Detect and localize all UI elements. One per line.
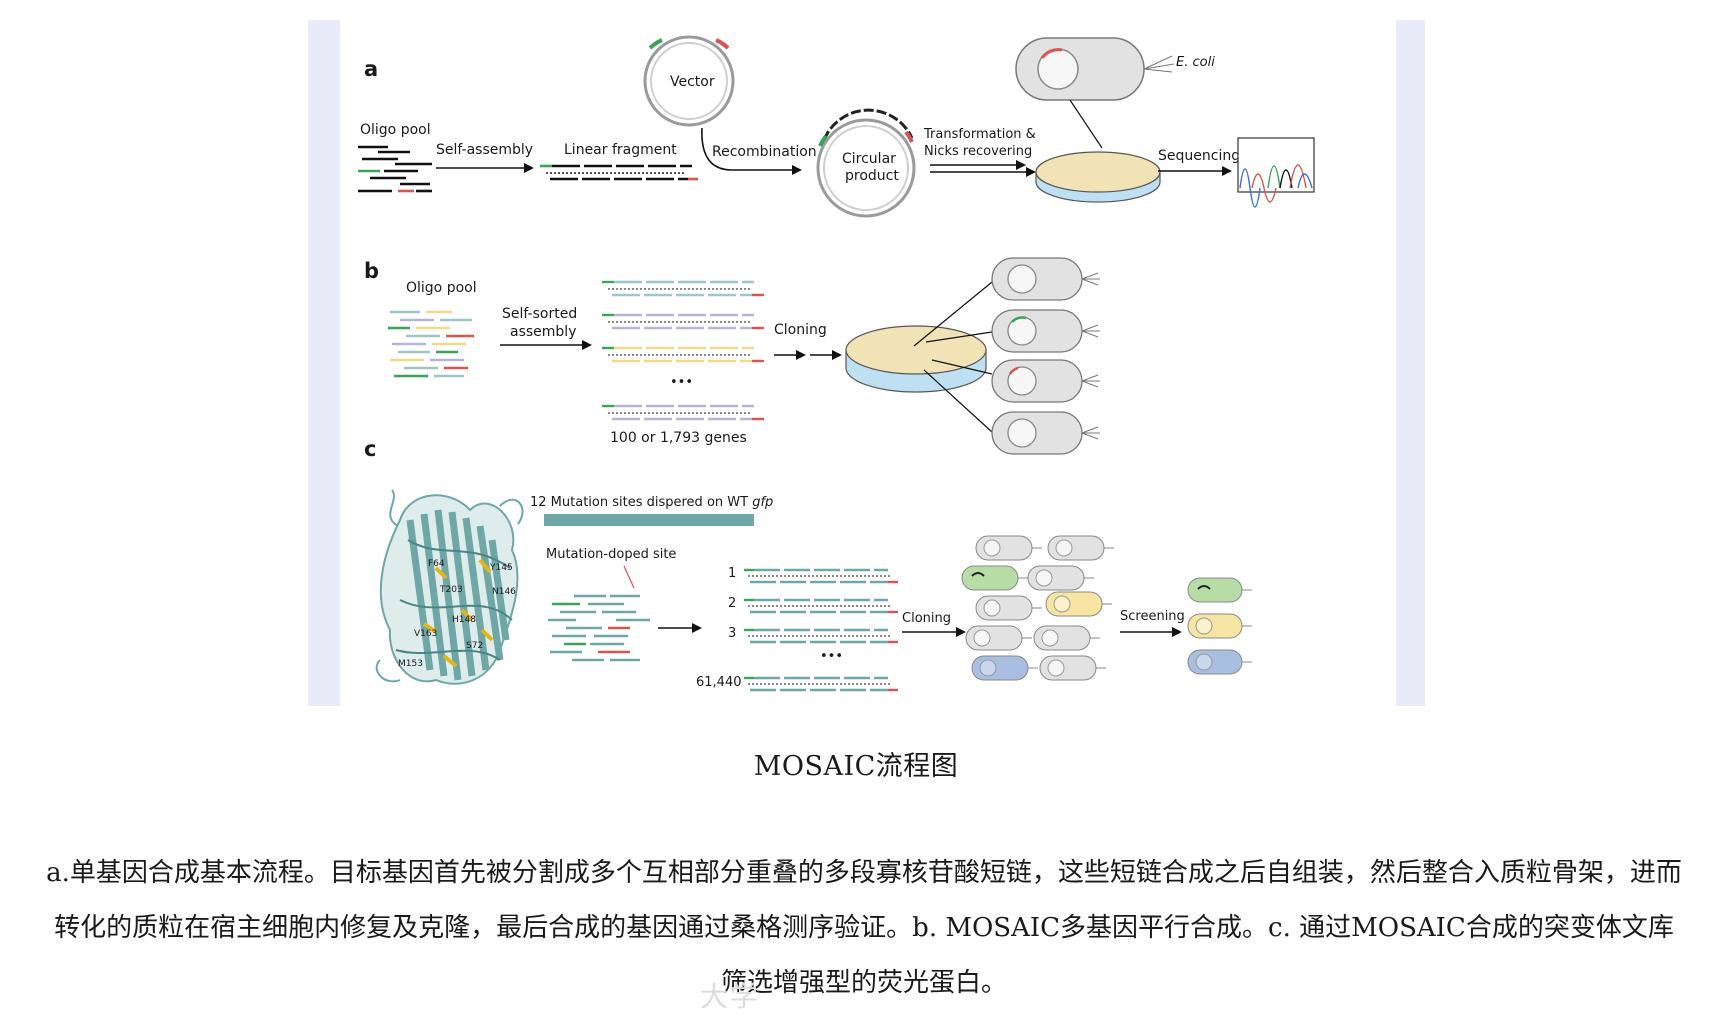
assembled-genes-b: ••• [602, 280, 764, 421]
ecoli-label: E. coli [1176, 55, 1215, 70]
panel-a: a Oligo pool Self-assembly [358, 35, 1315, 218]
mutant-row-number-3: 3 [728, 626, 736, 641]
cloning-label-c: Cloning [902, 611, 951, 626]
caption-title: MOSAIC流程图 [753, 751, 959, 782]
cloning-label-b: Cloning [774, 322, 827, 338]
panel-b-label: b [364, 259, 379, 283]
sequencing-chromatogram [1237, 137, 1315, 208]
mutant-row-number-4: 61,440 [696, 675, 742, 690]
figure-frame: a Oligo pool Self-assembly [308, 20, 1425, 706]
mutant-genes-c [744, 568, 898, 692]
arrow-recombination [701, 127, 802, 175]
caption-body: a.单基因合成基本流程。目标基因首先被分割成多个互相部分重叠的多段寡核苷酸短链，… [46, 858, 1682, 998]
mutant-cell-library [961, 535, 1114, 681]
self-assembly-label: Self-assembly [436, 142, 533, 158]
residue-label-3: N146 [492, 587, 516, 597]
oligo-pool-strands-b [388, 310, 474, 378]
transformation-label-1: Transformation & [923, 127, 1036, 142]
vector-circle [643, 35, 735, 127]
mutation-doped-label: Mutation-doped site [546, 547, 676, 562]
linear-fragment-label: Linear fragment [564, 142, 677, 158]
transformation-label-2: Nicks recovering [924, 144, 1032, 159]
screening-label: Screening [1120, 609, 1185, 624]
mosaic-diagram: a Oligo pool Self-assembly [358, 35, 1315, 692]
watermark: 大学 [700, 980, 761, 1013]
genes-count-label: 100 or 1,793 genes [610, 430, 747, 446]
residue-label-2: Y145 [489, 563, 513, 573]
sequencing-label: Sequencing [1158, 148, 1240, 164]
oligo-pool-label-a: Oligo pool [360, 122, 431, 138]
residue-label-7: M153 [398, 659, 423, 669]
vector-label: Vector [670, 74, 715, 90]
circular-product-label-2: product [845, 168, 899, 184]
mutation-sites-label: 12 Mutation sites dispered on WT gfp [530, 495, 773, 510]
recombination-label: Recombination [712, 144, 817, 160]
oligo-pool-strands-c [548, 594, 650, 662]
circular-product-label-1: Circular [842, 151, 896, 167]
residue-label-6: S72 [466, 641, 483, 651]
wt-gfp-bar [544, 514, 754, 526]
panel-c: c F64 Y145 N146 [364, 437, 1252, 692]
ecoli-cell [1015, 37, 1145, 101]
ecoli-cells-b [991, 257, 1100, 455]
panel-b: b Oligo pool [364, 257, 1100, 455]
enhanced-cells [1187, 577, 1252, 675]
oligo-pool-label-b: Oligo pool [406, 280, 477, 296]
residue-label-1: F64 [428, 559, 445, 569]
petri-dish-a [1035, 151, 1161, 203]
ellipsis-c: ••• [820, 649, 843, 664]
residue-label-8: T203 [439, 585, 463, 595]
gfp-protein-structure: F64 Y145 N146 H148 V163 S72 M153 T203 [375, 489, 524, 685]
circular-product [816, 118, 916, 218]
panel-a-label: a [364, 57, 378, 81]
residue-label-5: V163 [414, 629, 437, 639]
mutant-row-number-2: 2 [728, 596, 736, 611]
self-sorted-label-2: assembly [510, 324, 576, 340]
figure-panel: a Oligo pool Self-assembly [340, 20, 1396, 706]
oligo-pool-strands-a [358, 145, 432, 193]
mutation-sites-text: 12 Mutation sites dispered on WT [530, 495, 748, 510]
residue-label-4: H148 [452, 615, 476, 625]
panel-c-label: c [364, 437, 376, 461]
linear-fragment [540, 164, 698, 181]
mutant-row-number-1: 1 [728, 566, 736, 581]
self-sorted-label-1: Self-sorted [502, 306, 577, 322]
gfp-label: gfp [752, 495, 773, 510]
ellipsis-b: ••• [670, 375, 693, 390]
